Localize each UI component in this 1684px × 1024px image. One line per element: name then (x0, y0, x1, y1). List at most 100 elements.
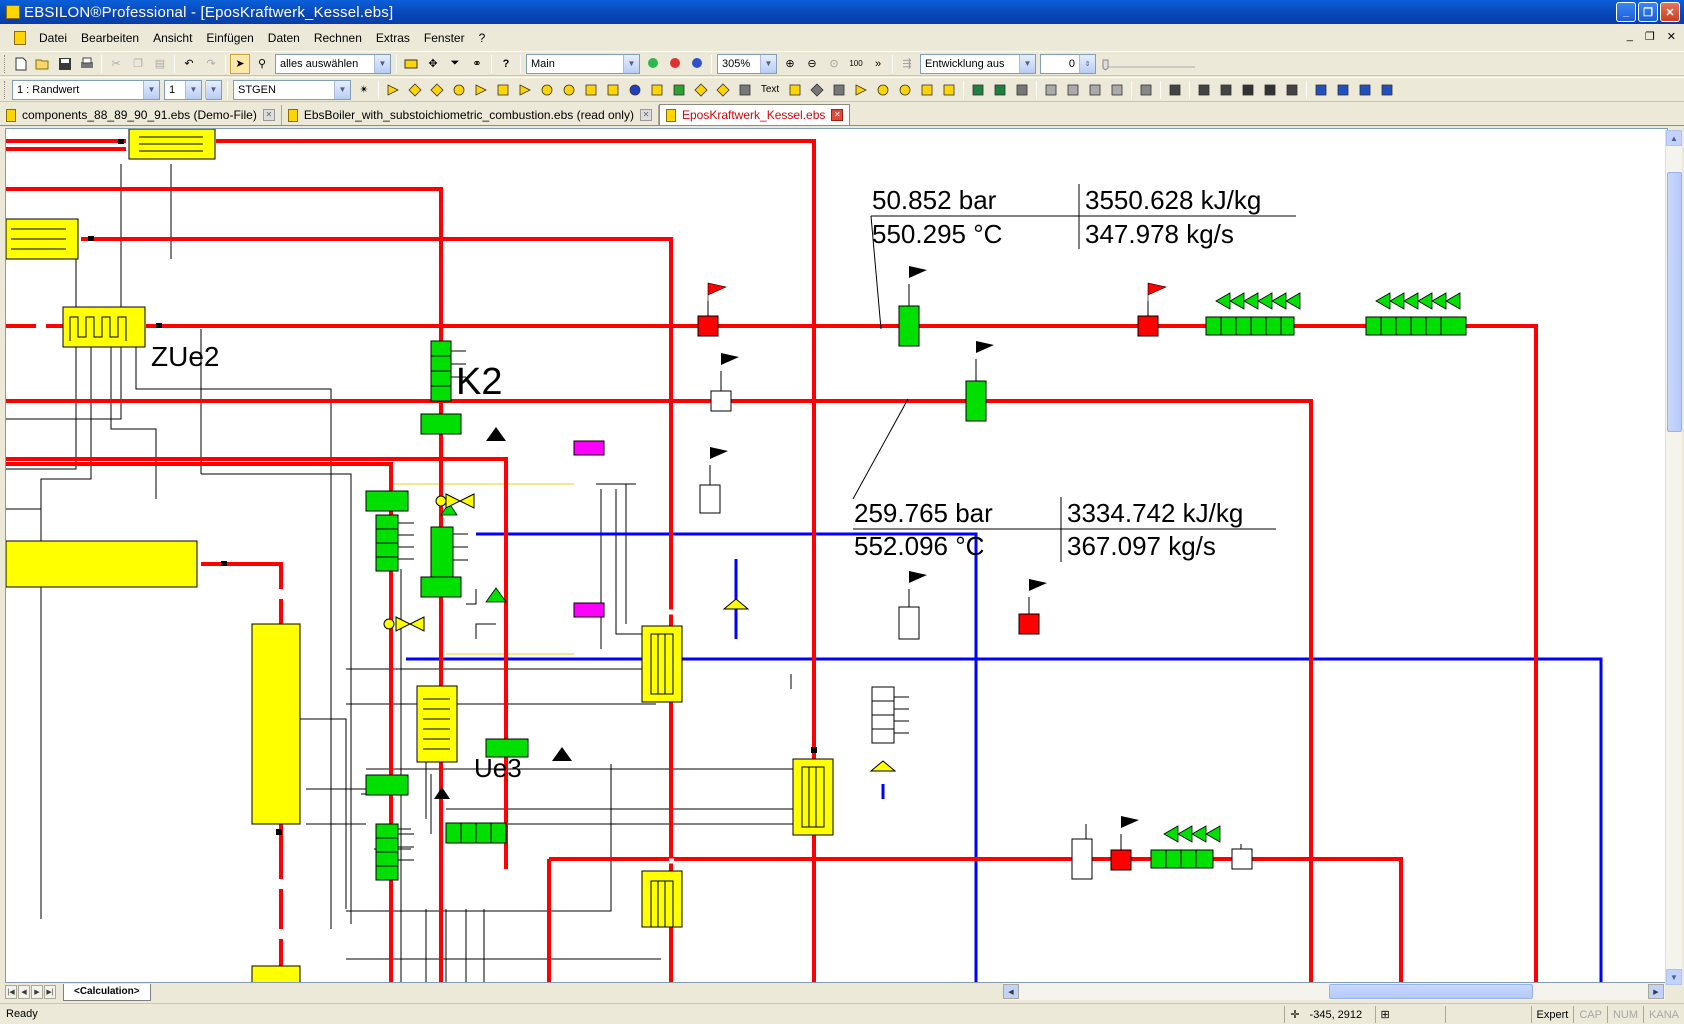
measure-row-3[interactable] (1150, 849, 1214, 869)
component-pump-icon[interactable] (449, 80, 469, 100)
save-icon[interactable] (55, 54, 75, 74)
profile-par-icon[interactable] (687, 54, 707, 74)
menu-extras[interactable]: Extras (375, 31, 410, 45)
flowsheet[interactable]: ZUe2 K2 Ue3 50.852 bar 3550.628 kJ/kg 55… (6, 129, 1668, 983)
chevron-down-icon[interactable]: ▼ (334, 80, 350, 99)
scroll-right-icon[interactable]: ▶ (1648, 984, 1664, 999)
close-icon[interactable]: ✕ (831, 109, 844, 121)
component-chip-icon[interactable] (669, 80, 689, 100)
cut-icon[interactable]: ✂ (111, 58, 121, 70)
component-calc-icon[interactable] (917, 80, 937, 100)
vertical-scrollbar[interactable]: ▲ ▼ (1665, 130, 1682, 985)
text-tool-button[interactable]: Text (760, 84, 780, 95)
chevron-down-icon[interactable]: ▼ (185, 80, 201, 99)
close-icon[interactable]: ✕ (639, 109, 652, 121)
tab-ebsboiler[interactable]: EbsBoiler_with_substoichiometric_combust… (282, 105, 659, 125)
white-point-5[interactable] (1231, 848, 1253, 870)
measure-stack-2[interactable] (430, 526, 454, 578)
superheater-zue2[interactable] (62, 306, 146, 348)
menu-daten[interactable]: Daten (267, 31, 300, 45)
scroll-up-icon[interactable]: ▲ (1666, 130, 1682, 146)
redo-icon[interactable]: ↷ (206, 58, 216, 70)
component-boiler-icon[interactable] (647, 80, 667, 100)
component-wrench-icon[interactable] (807, 80, 827, 100)
k2-block[interactable] (420, 413, 462, 435)
column-bottom[interactable] (251, 965, 301, 983)
component-burner-icon[interactable] (537, 80, 557, 100)
component-fork-icon[interactable] (851, 80, 871, 100)
component-flow-icon[interactable] (691, 80, 711, 100)
tile-v-icon[interactable] (1355, 80, 1375, 100)
next-sheet-icon[interactable]: ▶ (31, 985, 43, 999)
component-node-icon[interactable] (873, 80, 893, 100)
menu-rechnen[interactable]: Rechnen (313, 31, 362, 45)
menu-help[interactable]: ? (478, 31, 486, 45)
magenta-block-1[interactable] (573, 440, 605, 456)
component-cross-icon[interactable] (829, 80, 849, 100)
chevron-down-icon[interactable]: ▼ (143, 80, 159, 99)
mdi-minimize-icon[interactable]: _ (1626, 30, 1633, 42)
menu-fenster[interactable]: Fenster (423, 31, 465, 45)
minimize-icon[interactable]: _ (1616, 2, 1636, 22)
select-combo[interactable]: alles auswählen ▼ (275, 53, 391, 74)
restore-icon[interactable]: ❐ (1638, 2, 1658, 22)
zoom-100-icon[interactable]: 100 (849, 59, 863, 68)
component-grid-icon[interactable] (1012, 80, 1032, 100)
red-point-1[interactable] (697, 315, 719, 337)
horizontal-scroll-thumb[interactable] (1329, 984, 1533, 999)
component-fan-icon[interactable] (559, 80, 579, 100)
chevron-down-icon[interactable]: ▼ (205, 80, 221, 99)
white-point-4[interactable] (1071, 838, 1093, 880)
binoculars-icon[interactable]: ⚭ (472, 58, 482, 70)
measure-point-mid[interactable] (965, 380, 987, 422)
print-preview-icon[interactable] (1282, 80, 1302, 100)
tile-icon[interactable] (1311, 80, 1331, 100)
measure-block-2[interactable] (420, 576, 462, 598)
valve-1[interactable] (445, 493, 475, 509)
mdi-close-icon[interactable]: ✕ (1666, 31, 1676, 43)
first-sheet-icon[interactable]: |◀ (5, 985, 17, 999)
diagram-canvas[interactable]: ZUe2 K2 Ue3 50.852 bar 3550.628 kJ/kg 55… (5, 128, 1668, 983)
menu-einfuegen[interactable]: Einfügen (206, 31, 254, 45)
heater-3[interactable] (641, 870, 683, 928)
measure-block-3[interactable] (365, 774, 409, 796)
tab-eposkraftwerk[interactable]: EposKraftwerk_Kessel.ebs ✕ (658, 104, 851, 125)
more-icon[interactable]: » (874, 57, 882, 70)
sheet-tab-calculation[interactable]: <Calculation> (63, 983, 151, 1001)
align-top-icon[interactable] (1107, 80, 1127, 100)
chevron-down-icon[interactable]: ▼ (623, 54, 639, 73)
component-turbine-icon[interactable] (515, 80, 535, 100)
align-left-icon[interactable] (1041, 80, 1061, 100)
drum-column[interactable] (251, 623, 301, 825)
type-combo[interactable]: STGEN ▼ (233, 79, 351, 100)
measure-row-1[interactable] (1205, 316, 1295, 336)
window-cascade-icon[interactable] (1216, 80, 1236, 100)
spinner-icon[interactable]: ⇕ (1079, 54, 1095, 73)
window-new-icon[interactable] (1194, 80, 1214, 100)
save-all-icon[interactable] (1238, 80, 1258, 100)
panel-icon[interactable] (1165, 80, 1185, 100)
component-select-icon[interactable] (990, 80, 1010, 100)
component-table-icon[interactable] (939, 80, 959, 100)
component-mixer-icon[interactable] (427, 80, 447, 100)
horizontal-scrollbar[interactable]: ◀ ▶ (1003, 983, 1665, 1000)
component-star-icon[interactable] (713, 80, 733, 100)
connector-icon[interactable]: ✥ (428, 58, 438, 70)
boundary-combo[interactable]: 1 : Randwert ▼ (12, 79, 160, 100)
vertical-scroll-thumb[interactable] (1667, 172, 1682, 432)
layout-icon[interactable] (1377, 80, 1397, 100)
component-arrow-icon[interactable] (383, 80, 403, 100)
print-icon[interactable] (77, 54, 97, 74)
component-valve-icon[interactable] (471, 80, 491, 100)
filter-icon[interactable]: ⏷ (450, 57, 460, 69)
zoom-in-icon[interactable]: ⊕ (785, 58, 795, 70)
mdi-restore-icon[interactable]: ❐ (1644, 31, 1655, 43)
paste-icon[interactable]: ▤ (154, 58, 166, 70)
white-point-2[interactable] (699, 484, 721, 514)
component-tank-icon[interactable] (581, 80, 601, 100)
development-icon[interactable]: ⇶ (902, 58, 912, 70)
wand-icon[interactable]: ✴ (359, 84, 369, 96)
last-sheet-icon[interactable]: ▶| (44, 985, 56, 999)
component-icon[interactable] (401, 54, 421, 74)
chevron-down-icon[interactable]: ▼ (1019, 54, 1035, 73)
